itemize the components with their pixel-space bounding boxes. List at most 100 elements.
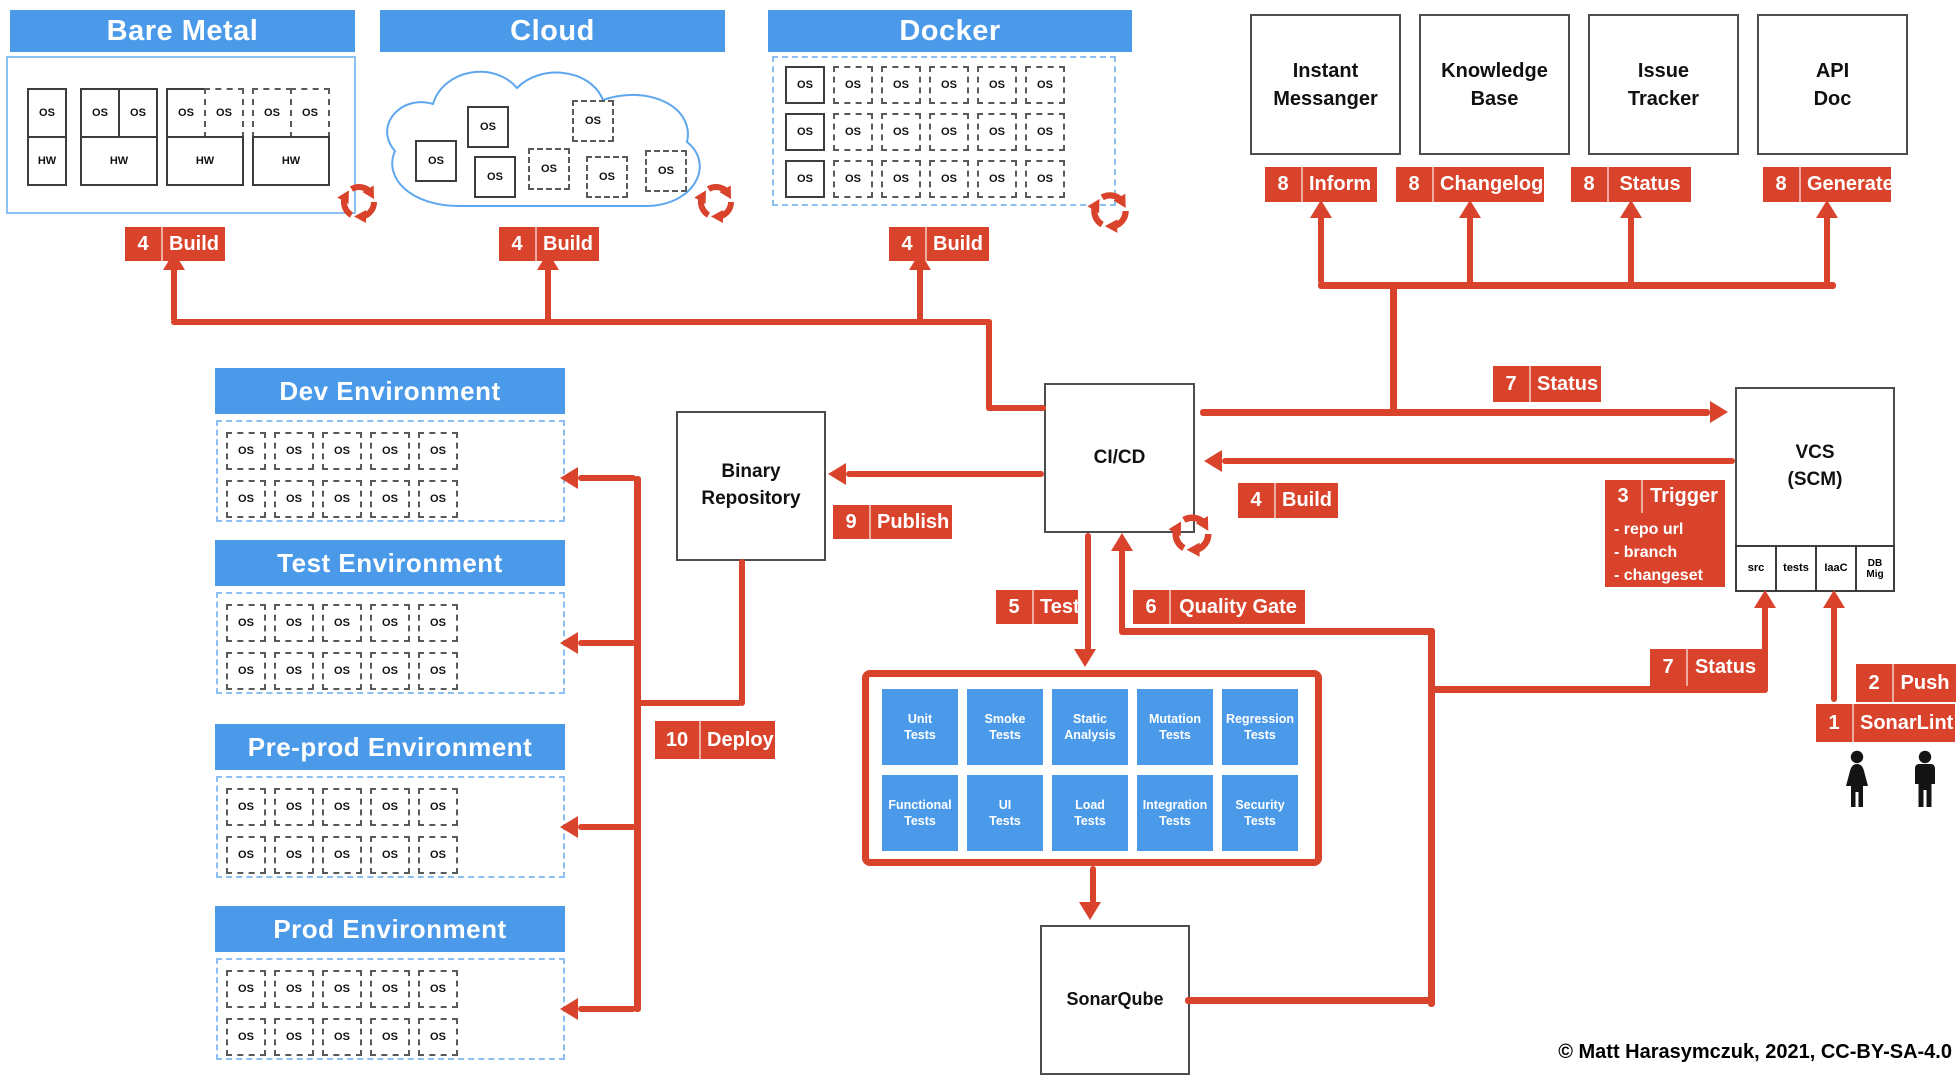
os-box: OS xyxy=(274,604,314,642)
badge-push: 2 Push xyxy=(1856,664,1956,702)
build-arrow-docker xyxy=(917,266,923,322)
badge-build-cloud: 4 Build xyxy=(499,227,599,261)
inform-feeder-connector xyxy=(1390,282,1397,415)
badge-status-vcs: 7 Status xyxy=(1493,366,1601,402)
status-return-line xyxy=(1428,628,1435,1007)
os-box: OS xyxy=(370,480,410,518)
os-box: OS xyxy=(1025,113,1065,151)
os-box: OS xyxy=(977,160,1017,198)
badge-publish: 9 Publish xyxy=(833,505,952,539)
arrowhead xyxy=(1710,401,1728,423)
vcs-box: VCS (SCM) xyxy=(1735,387,1895,547)
os-box: OS xyxy=(785,160,825,198)
os-box: OS xyxy=(226,1018,266,1056)
badge-label: Trigger xyxy=(1650,485,1718,507)
badge-status-issue-tracker: 8 Status xyxy=(1571,167,1691,202)
os-box: OS xyxy=(929,113,969,151)
deploy-join-line xyxy=(638,700,742,706)
badge-generate: 8 Generate xyxy=(1763,167,1894,202)
badge-build-docker: 4 Build xyxy=(889,227,989,261)
os-box: OS xyxy=(881,66,921,104)
os-box: OS xyxy=(418,432,458,470)
os-box: OS xyxy=(226,970,266,1008)
badge-number: 8 xyxy=(1571,167,1609,202)
sonarqube-return-line xyxy=(1185,997,1433,1004)
os-box: OS xyxy=(881,160,921,198)
arrowhead xyxy=(1620,200,1642,218)
arrowhead xyxy=(560,998,578,1020)
os-box: OS xyxy=(322,652,362,690)
os-box: OS xyxy=(274,836,314,874)
badge-label: SonarLint xyxy=(1860,711,1954,734)
deploy-arrow-pre-prod xyxy=(578,824,636,830)
status-line-cicd-to-vcs xyxy=(1200,409,1710,416)
test-tile: Smoke Tests xyxy=(967,689,1043,765)
os-box: OS xyxy=(467,106,509,148)
os-box: OS xyxy=(418,480,458,518)
recycle-icon xyxy=(1166,508,1218,560)
os-box: OS xyxy=(370,1018,410,1056)
env-header-prod: Prod Environment xyxy=(215,906,565,952)
os-box: OS xyxy=(418,604,458,642)
badge-number: 5 xyxy=(996,590,1034,624)
status-arrow-src xyxy=(1762,604,1768,690)
build-distribution-line xyxy=(171,319,992,325)
service-box-instant-messanger: Instant Messanger xyxy=(1250,14,1401,155)
os-box: OS xyxy=(322,432,362,470)
status-arrow xyxy=(1628,212,1634,284)
test-tile: Load Tests xyxy=(1052,775,1128,851)
deploy-arrow-prod xyxy=(578,1006,636,1012)
os-box: OS xyxy=(418,788,458,826)
hw-box: HW xyxy=(80,136,158,186)
os-box: OS xyxy=(929,160,969,198)
badge-number: 4 xyxy=(1238,483,1276,518)
arrowhead xyxy=(1111,533,1133,551)
build-arrow-cloud xyxy=(545,266,551,322)
os-box: OS xyxy=(204,88,244,138)
badge-label: Publish xyxy=(877,510,950,533)
arrowhead xyxy=(560,632,578,654)
inform-arrow xyxy=(1318,212,1324,284)
os-box: OS xyxy=(1025,66,1065,104)
badge-number: 6 xyxy=(1133,590,1171,624)
badge-number: 7 xyxy=(1493,366,1531,402)
tests-to-sonarqube-arrow xyxy=(1090,866,1096,904)
recycle-icon xyxy=(335,178,383,226)
inform-feeder-line xyxy=(1318,282,1836,289)
badge-deploy: 10 Deploy xyxy=(655,721,775,759)
os-box: OS xyxy=(252,88,292,138)
quality-gate-line xyxy=(1119,628,1435,635)
test-arrow-down xyxy=(1085,533,1091,651)
os-box: OS xyxy=(415,140,457,182)
os-box: OS xyxy=(833,66,873,104)
changelog-arrow xyxy=(1467,212,1473,284)
badge-number: 8 xyxy=(1763,167,1801,202)
badge-label: Push xyxy=(1900,671,1950,694)
badge-number: 8 xyxy=(1265,167,1303,202)
badge-number: 9 xyxy=(833,505,871,539)
env-header-dev: Dev Environment xyxy=(215,368,565,414)
badge-number: 4 xyxy=(889,227,927,261)
os-box: OS xyxy=(322,836,362,874)
os-box: OS xyxy=(370,604,410,642)
os-box: OS xyxy=(274,1018,314,1056)
test-tile: Static Analysis xyxy=(1052,689,1128,765)
os-box: OS xyxy=(370,652,410,690)
service-box-api-doc: API Doc xyxy=(1757,14,1908,155)
build-distribution-line xyxy=(986,319,992,411)
badge-number: 1 xyxy=(1816,704,1854,742)
badge-quality-gate: 6 Quality Gate xyxy=(1133,590,1305,624)
binary-repository-box: Binary Repository xyxy=(676,411,826,561)
cicd-box: CI/CD xyxy=(1044,383,1195,533)
os-box: OS xyxy=(418,970,458,1008)
test-tile: UI Tests xyxy=(967,775,1043,851)
copyright-notice: © Matt Harasymczuk, 2021, CC-BY-SA-4.0 xyxy=(1558,1041,1952,1063)
service-box-knowledge-base: Knowledge Base xyxy=(1419,14,1570,155)
os-box: OS xyxy=(833,160,873,198)
badge-number: 8 xyxy=(1396,167,1434,202)
os-box: OS xyxy=(977,113,1017,151)
deploy-trunk-line xyxy=(634,476,641,1012)
os-box: OS xyxy=(80,88,120,138)
os-box: OS xyxy=(226,836,266,874)
badge-number: 3 xyxy=(1605,480,1643,513)
